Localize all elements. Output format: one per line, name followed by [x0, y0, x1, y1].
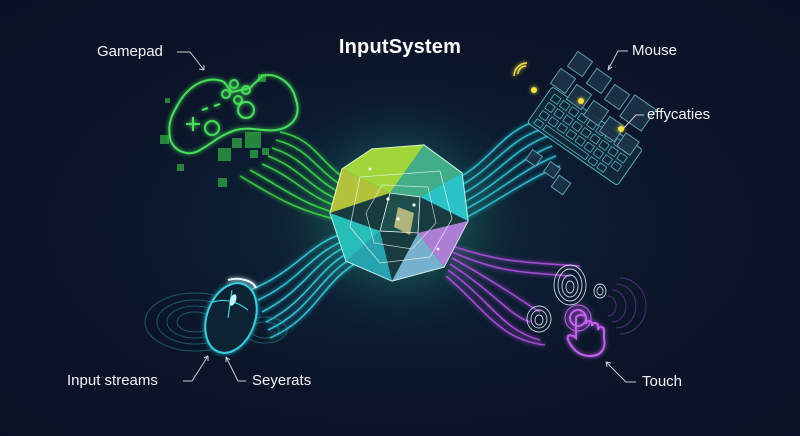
label-input-streams: Input streams: [67, 372, 158, 389]
page-title: InputSystem: [338, 36, 462, 58]
label-gamepad: Gamepad: [97, 43, 163, 60]
label-touch: Touch: [642, 373, 683, 390]
touch-streams: [445, 245, 581, 346]
mouse-icon: [204, 277, 258, 354]
label-mouse: Mouse: [632, 42, 678, 59]
gamepad-pixels: [160, 74, 269, 187]
touch-hand-icon: [564, 304, 606, 358]
fingerprint-icon: [526, 264, 607, 333]
leader-lines: [177, 50, 644, 383]
key-highlights: [513, 62, 624, 132]
label-effycaties: effycaties: [647, 106, 711, 123]
gamepad-icon: [168, 74, 299, 155]
touch-ripples: [607, 277, 647, 335]
central-polyhedron-icon: [329, 144, 469, 282]
label-seyerats: Seyerats: [252, 372, 312, 389]
